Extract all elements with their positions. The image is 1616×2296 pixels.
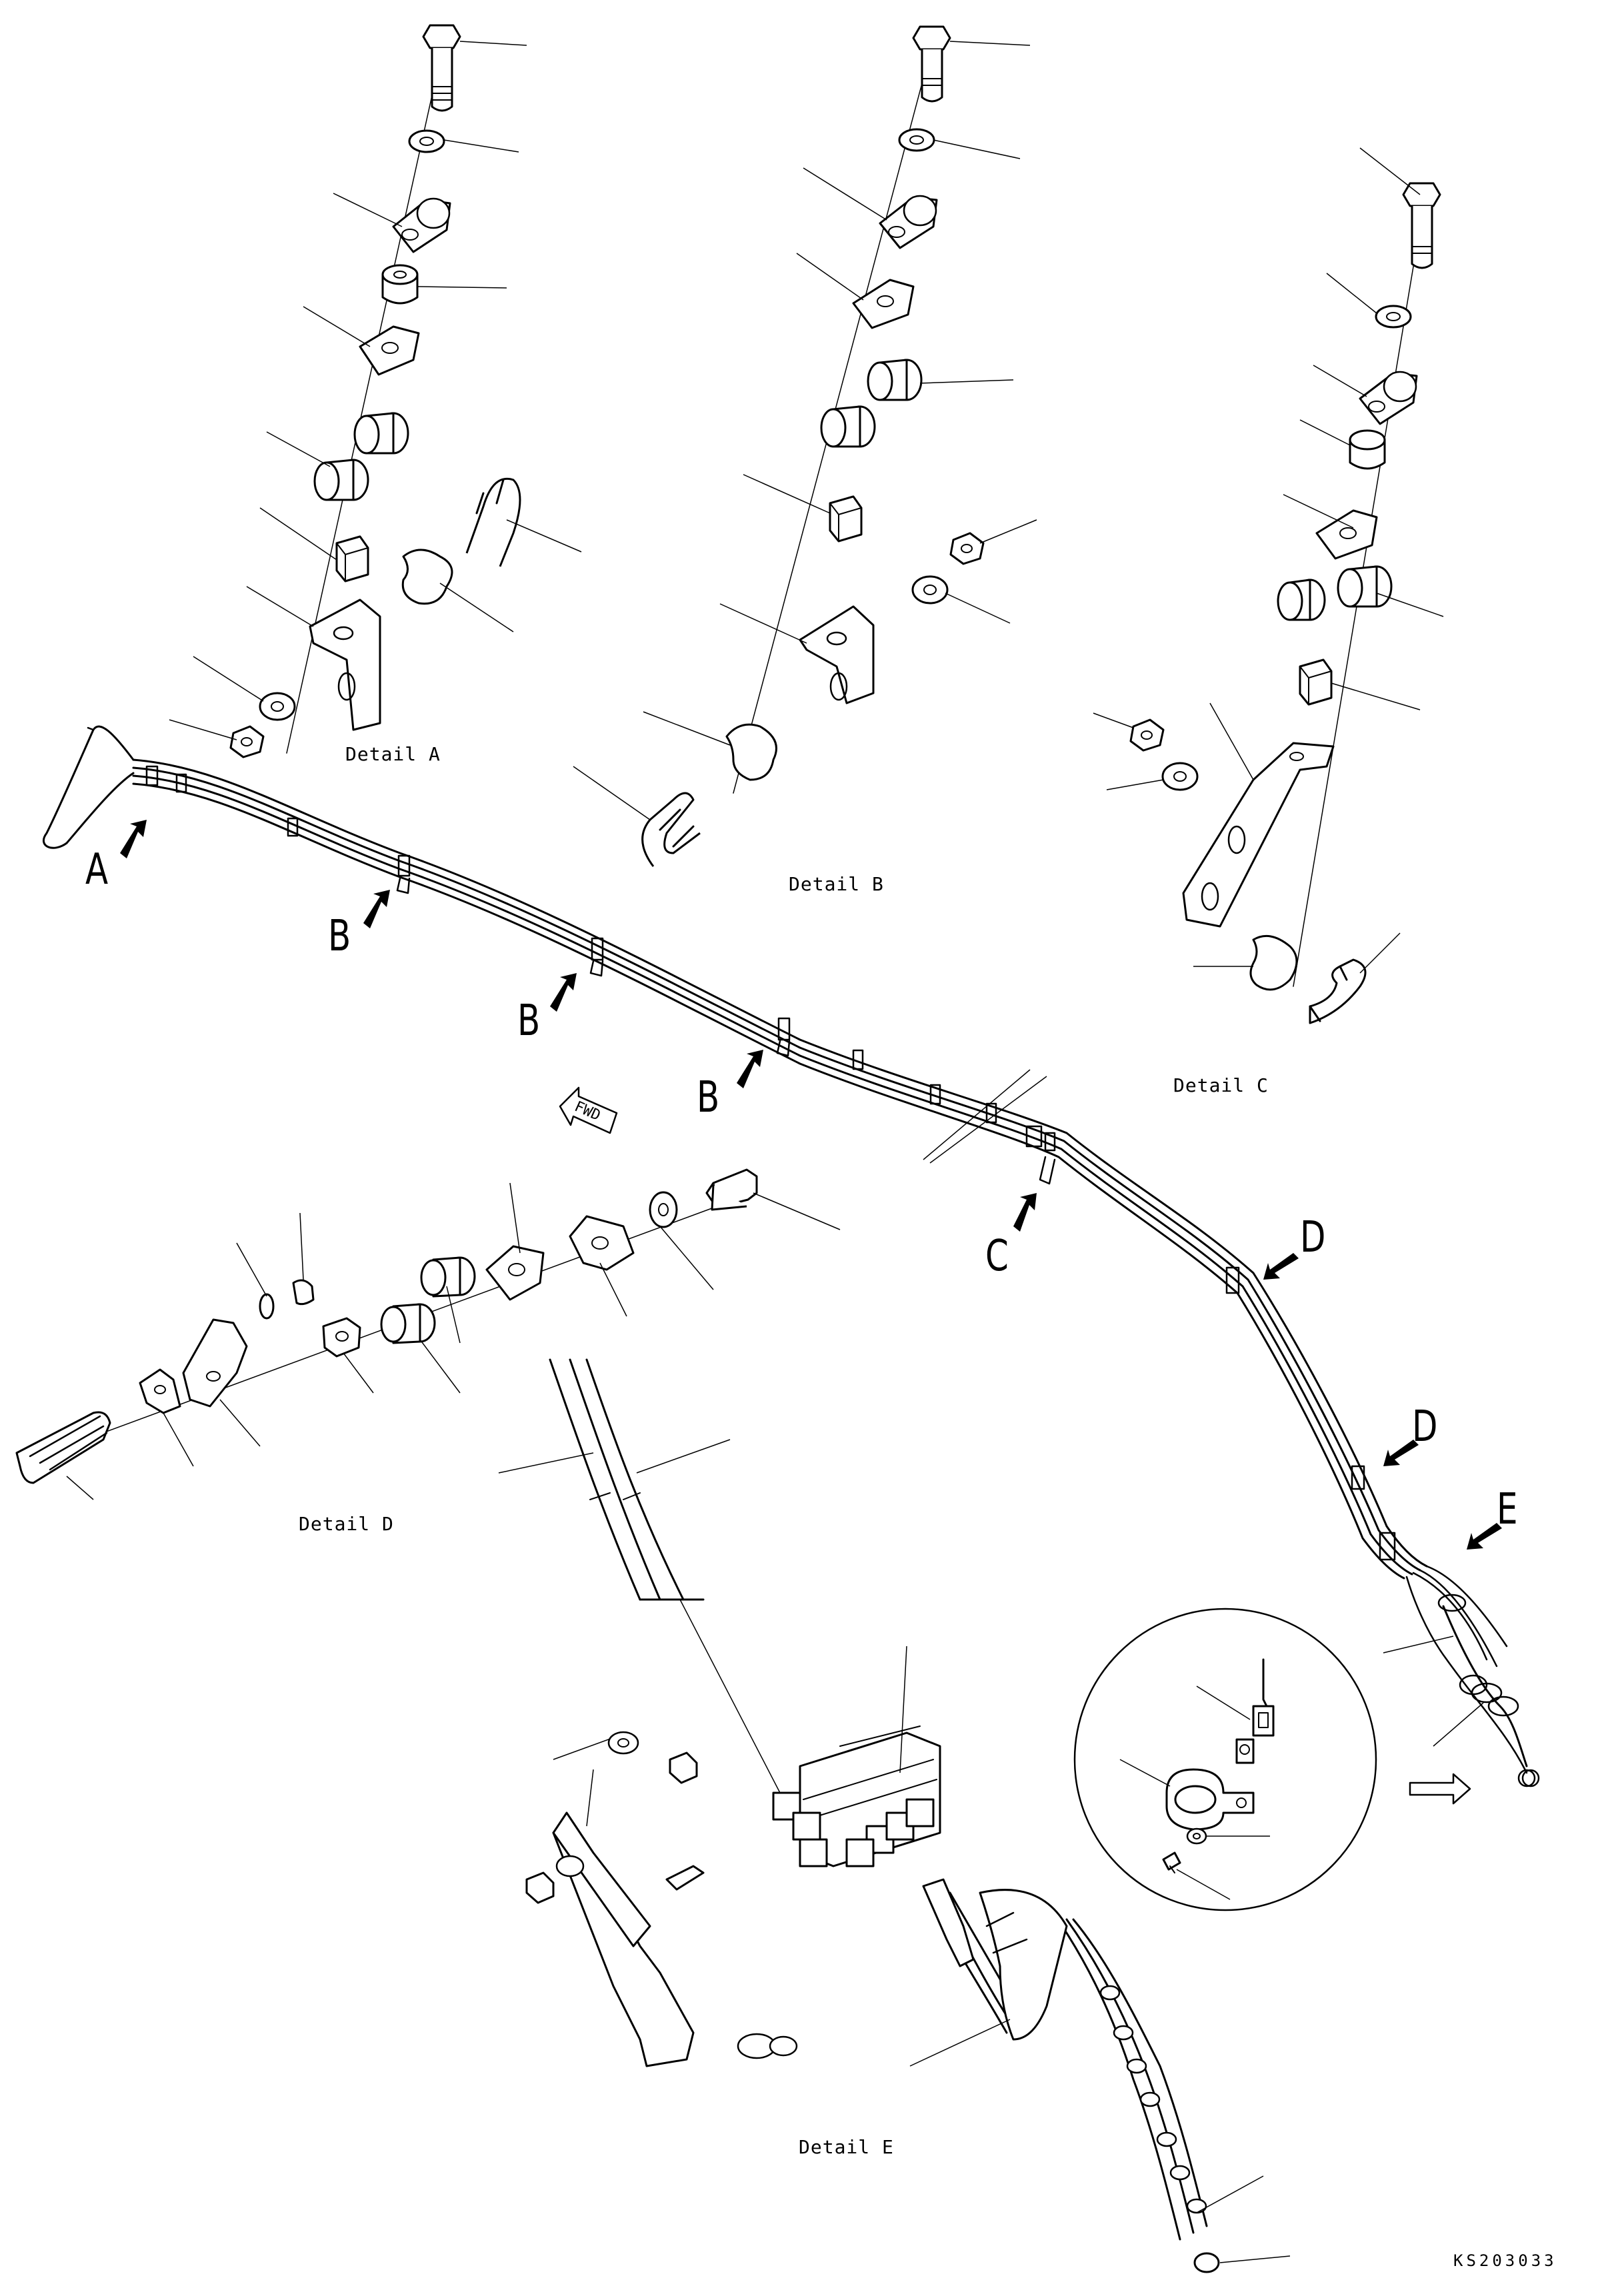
detail-c-label: Detail C: [1173, 1074, 1269, 1096]
callout-arrows: [120, 820, 1502, 1550]
detail-a-label: Detail A: [345, 743, 441, 765]
callout-d-2: D: [1412, 1402, 1438, 1452]
detail-c-exploded: [1093, 147, 1444, 1024]
detail-d-exploded: [15, 1168, 841, 1500]
detail-e-exploded: [498, 1358, 1291, 2273]
callout-b-3: B: [697, 1073, 720, 1122]
callout-a: A: [85, 845, 109, 894]
detail-e-label: Detail E: [799, 2136, 894, 2158]
callout-d-1: D: [1300, 1213, 1326, 1262]
callout-c: C: [985, 1232, 1009, 1281]
callout-e: E: [1497, 1485, 1518, 1534]
detail-d-label: Detail D: [299, 1513, 394, 1535]
detail-b-exploded: [573, 25, 1037, 867]
callout-b-2: B: [517, 996, 541, 1046]
detail-b-label: Detail B: [789, 873, 884, 895]
inset-circle: [1073, 1605, 1536, 1911]
callout-b-1: B: [328, 912, 351, 961]
main-tube-bundle: [42, 725, 1540, 1787]
detail-a-exploded: [169, 24, 582, 758]
drawing-code: KS203033: [1453, 2251, 1557, 2270]
fwd-arrow-icon: [559, 1086, 618, 1134]
